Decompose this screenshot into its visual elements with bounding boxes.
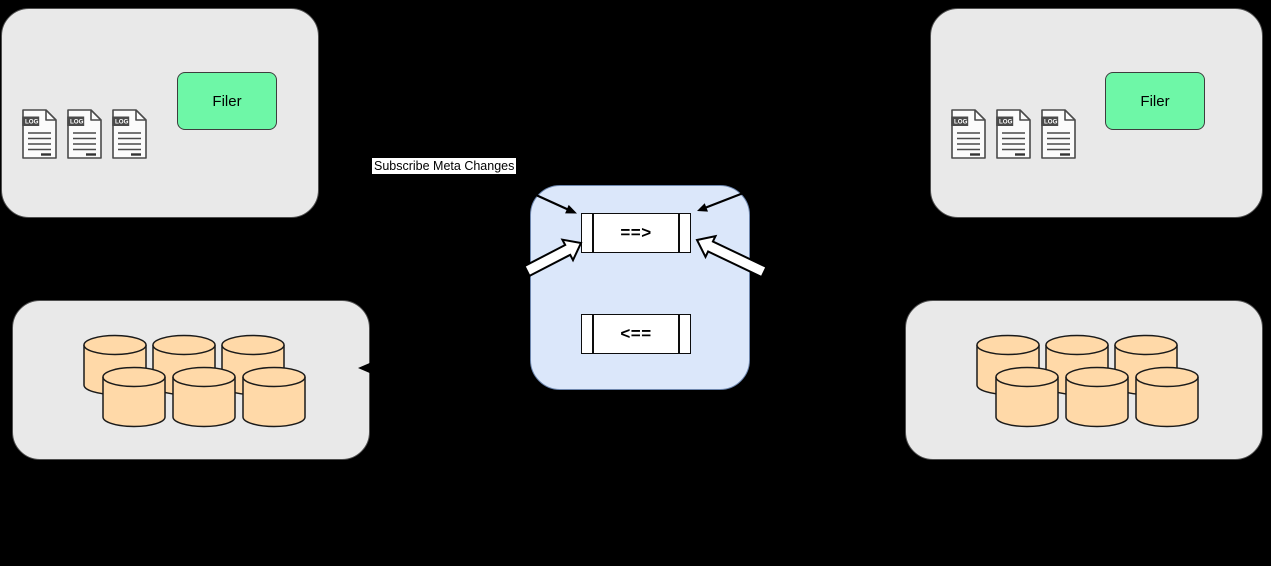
log-badge-label: LOG [954, 119, 968, 126]
right-log-files-graphic: LOG LOG LOG [950, 108, 1077, 160]
log-file-icon [65, 108, 103, 160]
volume-cylinder-icon [102, 366, 166, 428]
right-filer-box: Filer [1105, 72, 1205, 130]
log-badge-label: LOG [115, 119, 129, 126]
message-queue-panel: ==> <== [530, 185, 750, 390]
left-log-files-graphic: LOG LOG LOG [21, 108, 148, 160]
queue-forward-label: ==> [620, 223, 652, 242]
log-badge-label: LOG [1044, 119, 1058, 126]
queue-forward-box: ==> [581, 213, 691, 253]
log-badge-label: LOG [999, 119, 1013, 126]
volume-cylinder-icon [242, 366, 306, 428]
left-filer-cluster-panel: LOG LOG LOG Filer [1, 8, 319, 218]
queue-backward-label: <== [620, 324, 652, 343]
right-volume-cluster-panel [905, 300, 1263, 460]
log-file-icon [110, 108, 148, 160]
log-file-icon [950, 108, 987, 160]
log-badge-label: LOG [70, 119, 84, 126]
log-file-icon [21, 108, 58, 160]
left-volume-cluster-panel [12, 300, 370, 460]
queue-endcap [592, 315, 594, 353]
volume-cylinder-icon [1135, 366, 1199, 428]
volume-cylinder-icon [1065, 366, 1129, 428]
subscribe-meta-changes-label: Subscribe Meta Changes [372, 158, 517, 174]
left-volume-servers-graphic [83, 334, 306, 428]
log-badge-label: LOG [25, 119, 39, 126]
left-filer-box: Filer [177, 72, 277, 130]
right-volume-servers-graphic [976, 334, 1199, 428]
right-filer-label: Filer [1140, 92, 1170, 110]
log-file-icon [1039, 108, 1077, 160]
volume-cylinder-icon [995, 366, 1059, 428]
queue-backward-box: <== [581, 314, 691, 354]
right-filer-cluster-panel: LOG LOG LOG Filer [930, 8, 1263, 218]
queue-endcap [678, 214, 680, 252]
log-file-icon [995, 108, 1032, 160]
queue-endcap [678, 315, 680, 353]
queue-endcap [592, 214, 594, 252]
left-filer-label: Filer [212, 92, 242, 110]
volume-cylinder-icon [172, 366, 236, 428]
